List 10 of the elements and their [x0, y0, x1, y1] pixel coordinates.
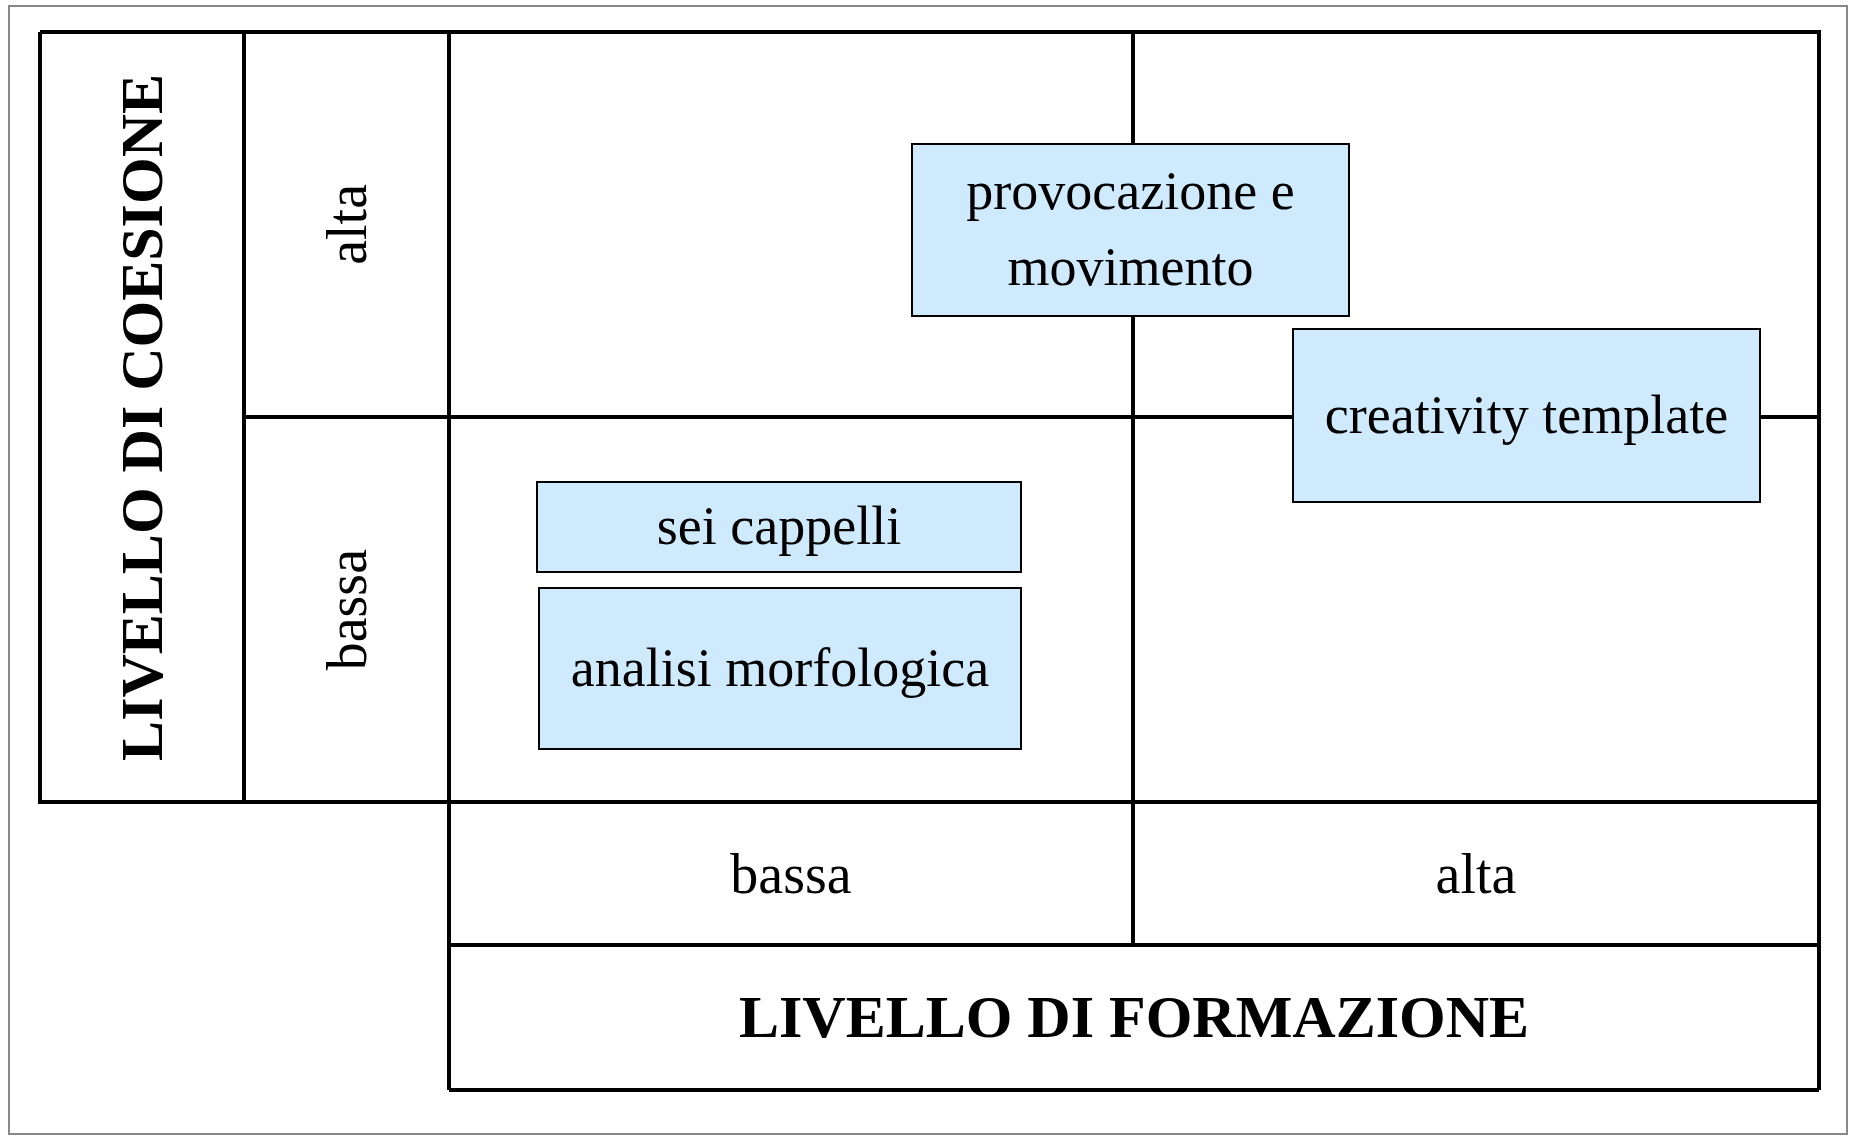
method-box: analisi morfologica: [538, 587, 1022, 750]
method-box: sei cappelli: [536, 481, 1022, 573]
axis-value: bassa: [730, 841, 852, 906]
axis-value: alta: [1435, 841, 1517, 906]
method-box: creativity template: [1292, 328, 1761, 503]
axis-value: alta: [314, 184, 379, 265]
axis-title: LIVELLO DI FORMAZIONE: [738, 983, 1530, 1052]
method-box: provocazione e movimento: [911, 143, 1350, 317]
axis-title: LIVELLO DI COESIONE: [107, 73, 176, 761]
axis-value: bassa: [314, 548, 379, 671]
